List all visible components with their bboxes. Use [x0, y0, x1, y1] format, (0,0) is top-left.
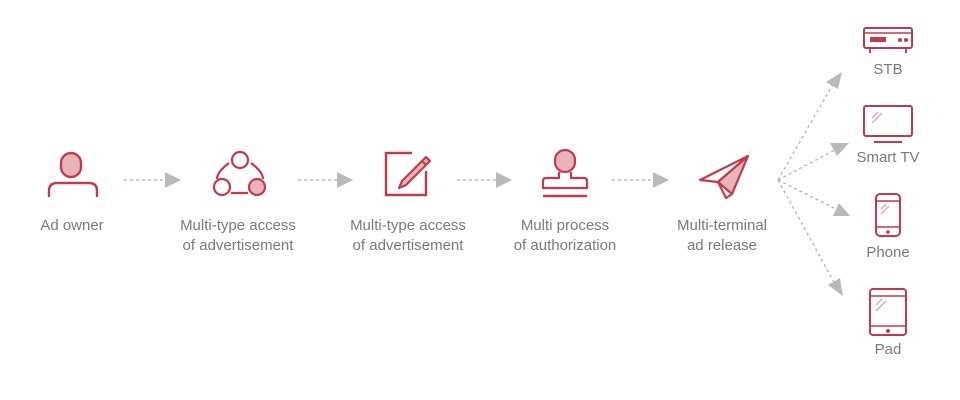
terminal-label-phone: Phone	[866, 244, 910, 261]
terminal-label-pad: Pad	[874, 341, 902, 358]
paper-plane-icon	[696, 150, 754, 200]
step-label-line: Multi-terminal	[676, 217, 767, 234]
phone-icon	[874, 192, 902, 238]
step-label-line: ad release	[686, 237, 758, 254]
fan-arrow-pad	[777, 179, 843, 296]
step-arrow-4	[612, 172, 669, 188]
step-arrow-1	[124, 172, 181, 188]
network-nodes-icon	[211, 148, 269, 200]
step-label-line: of advertisement	[182, 237, 294, 254]
tv-icon	[862, 104, 914, 144]
terminal-label-stb: STB	[873, 61, 903, 78]
step-label-line: Multi process	[520, 217, 610, 234]
step-label-access-1: Multi-type access of advertisement	[163, 216, 313, 256]
fan-arrow-tv	[777, 143, 849, 181]
person-icon	[46, 150, 100, 200]
step-label-line: of authorization	[513, 237, 617, 254]
step-arrow-2	[298, 172, 353, 188]
step-label-access-2: Multi-type access of advertisement	[333, 216, 483, 256]
tablet-icon	[868, 287, 908, 337]
terminal-label-smart-tv: Smart TV	[856, 149, 920, 166]
set-top-box-icon	[862, 24, 914, 56]
fan-arrow-stb	[777, 72, 842, 181]
step-label-authorization: Multi process of authorization	[490, 216, 640, 256]
stamp-icon	[540, 148, 590, 200]
step-label-line: Multi-type access	[350, 217, 466, 234]
step-label-ad-owner: Ad owner	[10, 216, 134, 236]
step-label-line: of advertisement	[352, 237, 464, 254]
step-label-line: Ad owner	[40, 217, 104, 234]
fan-arrow-phone	[777, 179, 850, 216]
edit-pencil-icon	[382, 147, 436, 199]
step-arrow-3	[457, 172, 512, 188]
step-label-line: Multi-type access	[180, 217, 296, 234]
step-label-multi-terminal: Multi-terminal ad release	[647, 216, 797, 256]
